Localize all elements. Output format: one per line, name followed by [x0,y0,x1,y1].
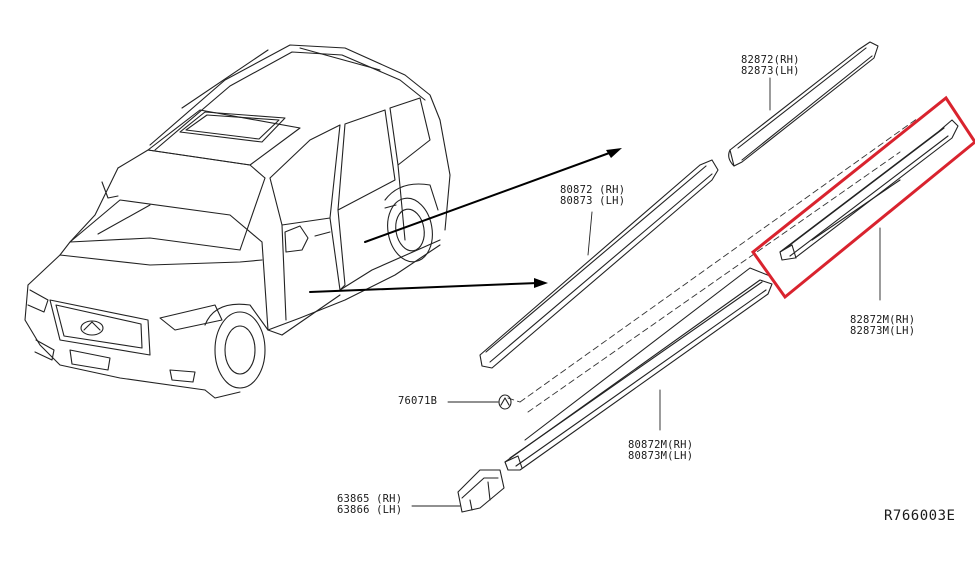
part-80872m-molding [504,267,773,471]
part-80872-molding [479,159,719,369]
vehicle-illustration [24,44,451,399]
part-82872m-molding [779,119,959,261]
label-82872m: 82872M(RH) 82873M(LH) [850,314,916,337]
label-63865: 63865 (RH) 63866 (LH) [337,493,403,516]
label-82872: 82872(RH) 82873(LH) [741,54,800,77]
diagram-code: R766003E [884,508,956,524]
leader-arrows [309,151,613,293]
label-80872: 80872 (RH) 80873 (LH) [560,184,626,207]
label-80872m: 80872M(RH) 80873M(LH) [628,439,694,462]
highlight-box [750,95,975,300]
part-63865-bracket [457,469,505,513]
callout-leaders [411,77,881,507]
label-76071b: 76071B [398,395,438,407]
part-76071b-clip [498,394,512,410]
part-82872-molding [728,41,879,167]
